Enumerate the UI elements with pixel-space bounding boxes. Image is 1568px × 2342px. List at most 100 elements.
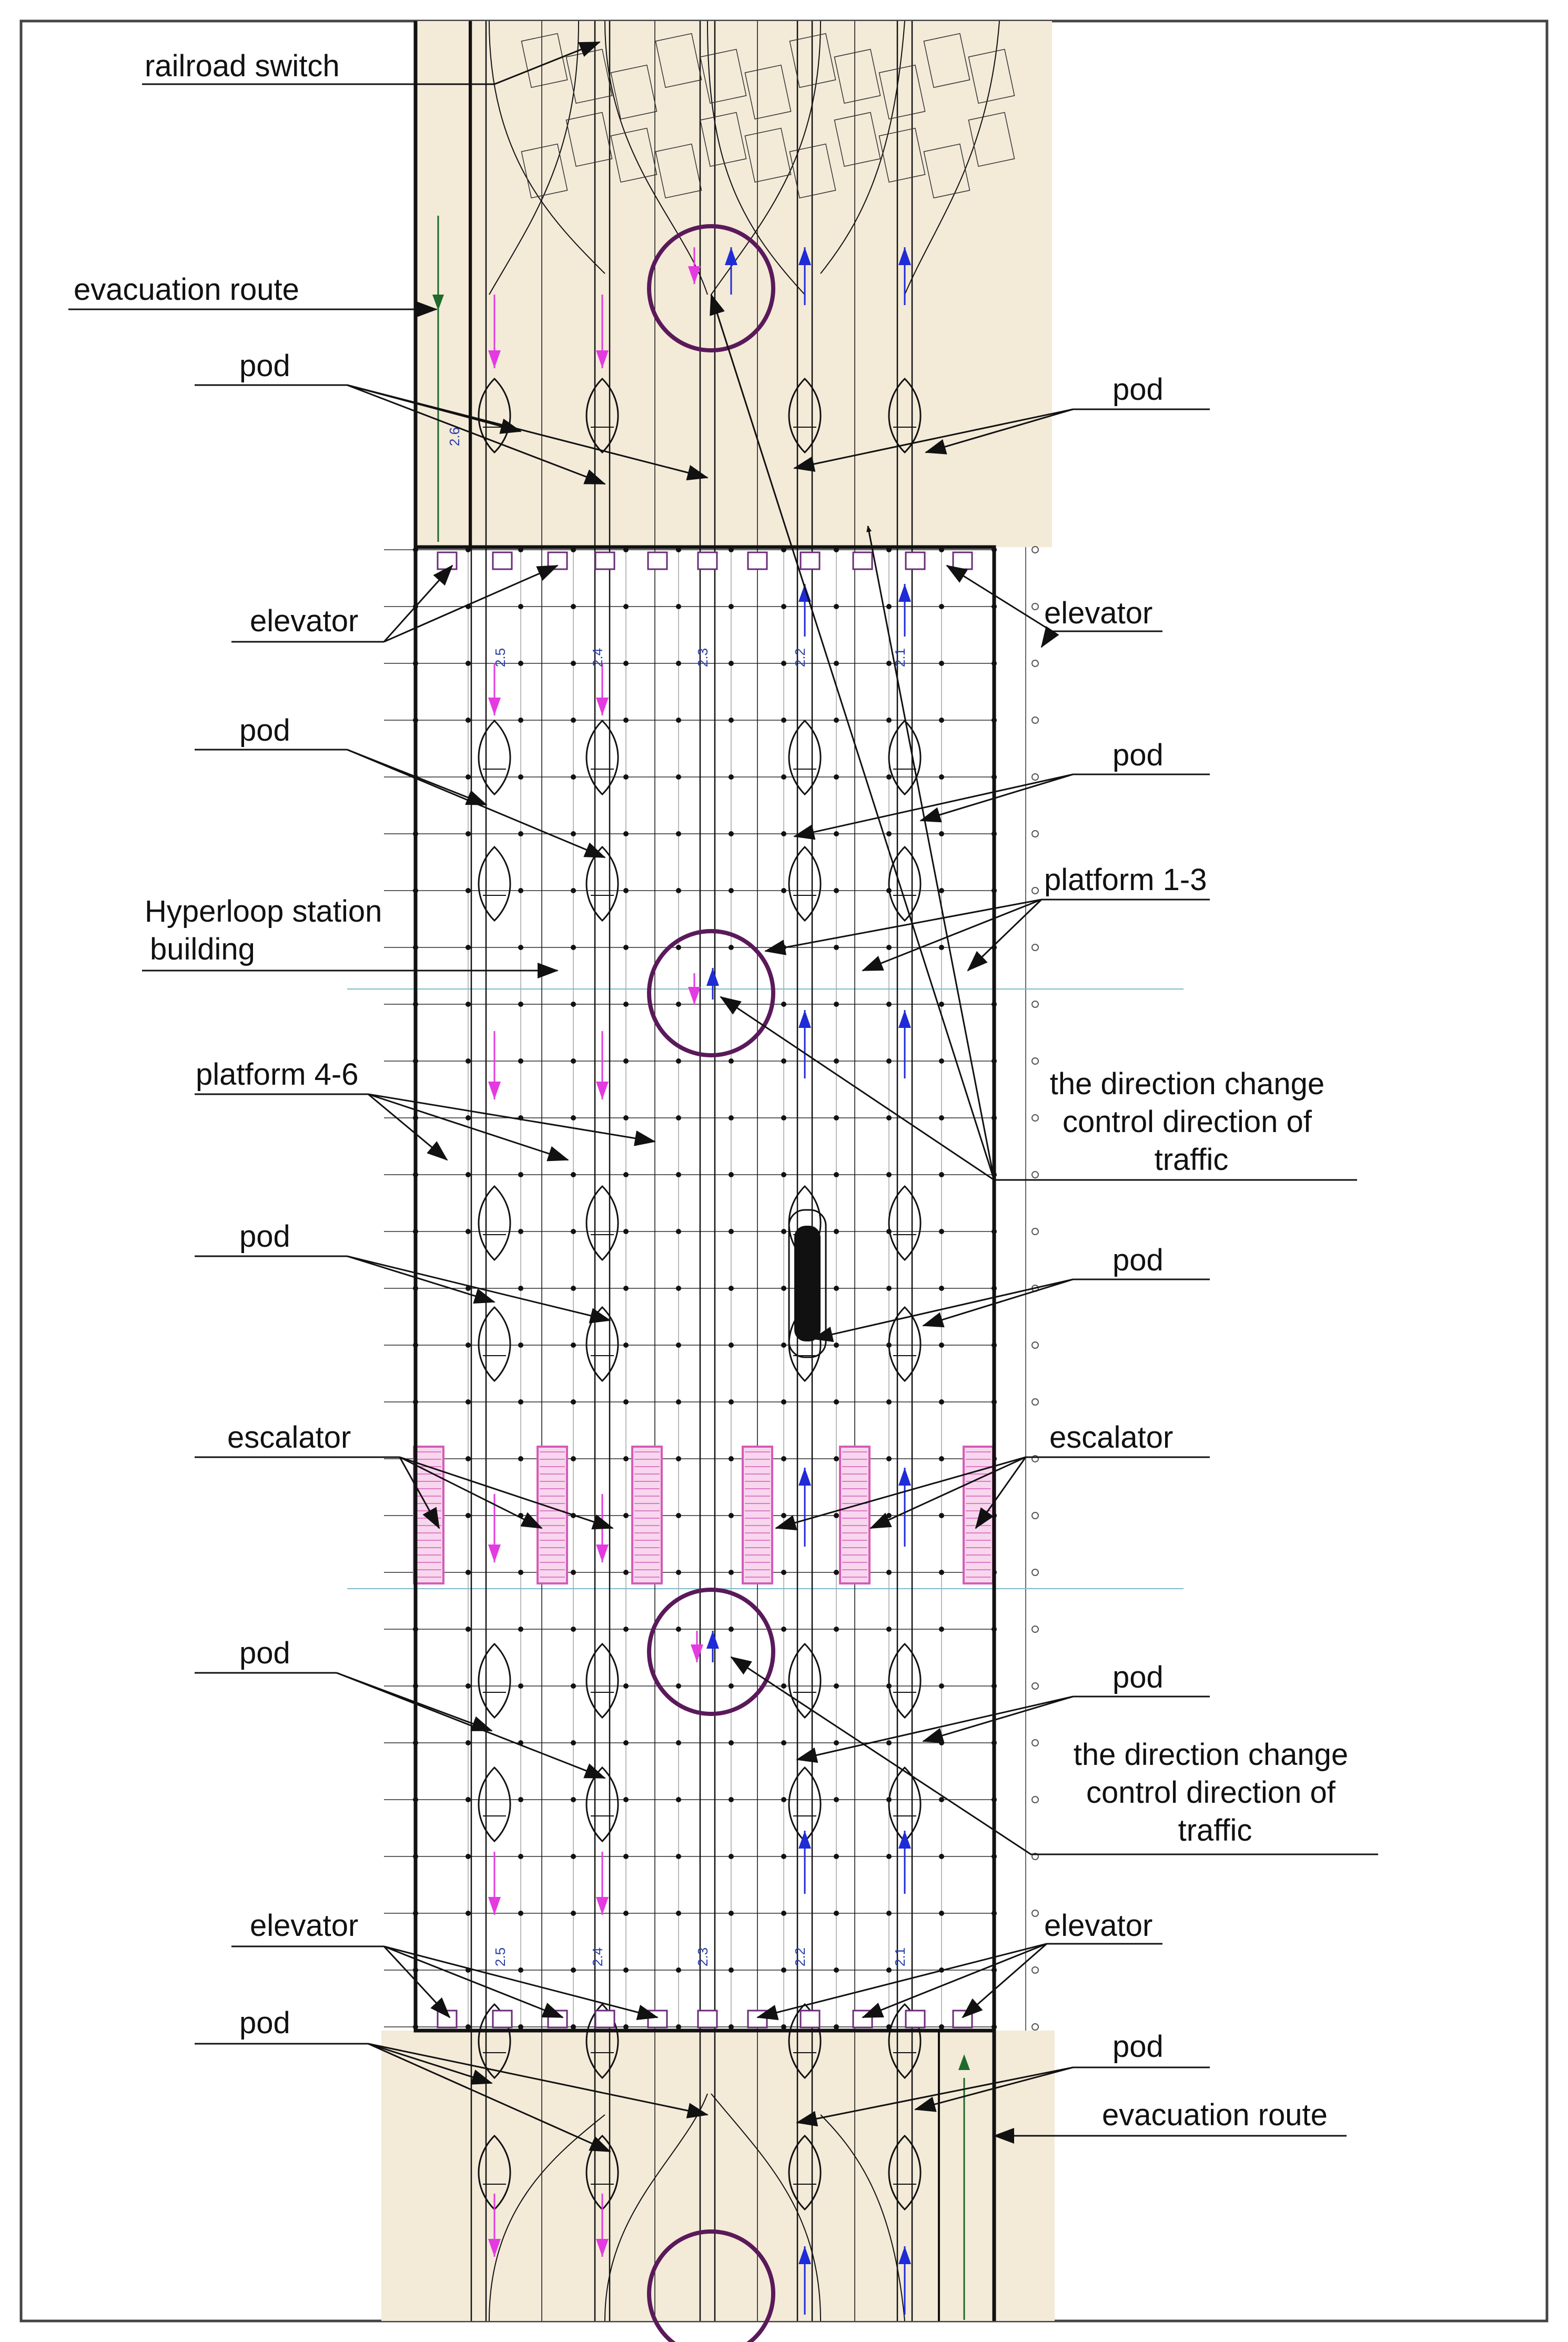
column-dot: [781, 1058, 786, 1064]
track-number-label: 2.5: [492, 1947, 508, 1966]
column-dot: [571, 1342, 576, 1348]
pod-shape: [585, 1306, 619, 1382]
column-dot: [729, 1627, 734, 1632]
column-dot: [466, 1627, 471, 1632]
column-dot: [939, 1172, 944, 1177]
column-dot: [834, 1172, 839, 1177]
column-dot: [781, 774, 786, 780]
column-dot: [729, 661, 734, 666]
column-dot: [834, 661, 839, 666]
dimension-marker: [1031, 1001, 1039, 1008]
column-dot: [676, 1967, 681, 1973]
column-dot: [834, 831, 839, 836]
elevator-top-shape: [905, 551, 926, 570]
label-platform-1-3: platform 1-3: [1044, 863, 1207, 897]
column-dot: [886, 1627, 892, 1632]
label-elevator-bottom-left: elevator: [250, 1909, 358, 1943]
traffic-arrow-head: [898, 247, 911, 265]
column-dot: [676, 1513, 681, 1518]
label-direction-change-1-line-3: traffic: [1155, 1143, 1229, 1177]
column-dot: [466, 1513, 471, 1518]
dimension-marker: [1031, 1228, 1039, 1235]
traffic-arrow-head: [488, 1544, 501, 1562]
column-dot: [939, 1342, 944, 1348]
column-dot: [781, 1911, 786, 1916]
column-dot: [676, 1342, 681, 1348]
elevator-top-shape: [747, 551, 768, 570]
column-dot: [623, 1797, 629, 1802]
switch-detail: [789, 143, 836, 199]
column-dot: [571, 661, 576, 666]
column-dot: [886, 1115, 892, 1120]
elevator-top-shape: [547, 551, 568, 570]
column-dot: [623, 831, 629, 836]
switch-detail: [700, 48, 747, 104]
column-dot: [729, 1456, 734, 1461]
label-direction-change-2-line-3: traffic: [1178, 1813, 1252, 1848]
column-dot: [886, 1002, 892, 1007]
dimension-marker: [1031, 1114, 1039, 1122]
elevator-top-shape: [492, 551, 513, 570]
escalator-shape: [742, 1446, 773, 1584]
column-dot: [571, 1058, 576, 1064]
column-dot: [571, 1683, 576, 1689]
escalator-shape: [839, 1446, 871, 1584]
dimension-marker: [1031, 1569, 1039, 1576]
column-dot: [623, 1854, 629, 1859]
track-number-label: 2.6: [447, 427, 462, 446]
bottom-track-area: [381, 2031, 1055, 2321]
column-dot: [518, 1002, 523, 1007]
track-number-label: 2.2: [792, 1947, 808, 1966]
elevator-bottom-shape: [492, 2010, 513, 2028]
column-dot: [781, 1627, 786, 1632]
pod-shape: [888, 719, 922, 796]
escalator-shape: [631, 1446, 663, 1584]
column-dot: [571, 1172, 576, 1177]
label-evacuation-route-bottom: evacuation route: [1102, 2098, 1328, 2132]
column-dot: [781, 1115, 786, 1120]
column-dot: [518, 1342, 523, 1348]
column-dot: [781, 604, 786, 609]
column-dot: [886, 661, 892, 666]
column-dot: [676, 604, 681, 609]
column-dot: [623, 1740, 629, 1745]
column-dot: [518, 1229, 523, 1234]
elevator-bottom-shape: [647, 2010, 668, 2028]
traffic-direction-arrows: [488, 247, 911, 2315]
column-dot: [676, 888, 681, 893]
column-dot: [623, 1456, 629, 1461]
column-dot: [781, 1967, 786, 1973]
column-dot: [729, 1399, 734, 1405]
column-dot: [781, 1456, 786, 1461]
dimension-marker: [1031, 1512, 1039, 1519]
column-dot: [518, 888, 523, 893]
column-dot: [886, 831, 892, 836]
column-dot: [729, 2024, 734, 2030]
label-station-building: Hyperloop station building: [145, 894, 391, 966]
pods: [478, 377, 922, 2211]
column-dot: [571, 2024, 576, 2030]
column-dot: [518, 1570, 523, 1575]
switch-detail: [834, 112, 881, 167]
column-dot: [466, 1797, 471, 1802]
column-dot: [729, 604, 734, 609]
column-dot: [939, 1229, 944, 1234]
traffic-arrow-head: [688, 987, 701, 1005]
column-dot: [571, 1002, 576, 1007]
track-number-label: 2.3: [695, 1947, 711, 1966]
pod-shape: [478, 719, 511, 796]
traffic-arrow-head: [706, 1631, 719, 1649]
switch-detail: [610, 64, 657, 120]
column-dot: [939, 1002, 944, 1007]
traffic-arrow-head: [596, 1544, 609, 1562]
column-dot: [518, 1911, 523, 1916]
escalators: [413, 1446, 994, 1584]
column-dot: [676, 1399, 681, 1405]
direction-change-circle-top: [647, 224, 775, 352]
column-dot: [939, 1513, 944, 1518]
track-number-label: 2.4: [590, 648, 605, 667]
elevator-bottom-shape: [437, 2010, 458, 2028]
column-dot: [729, 1683, 734, 1689]
column-dot: [939, 1570, 944, 1575]
column-dot: [676, 1570, 681, 1575]
